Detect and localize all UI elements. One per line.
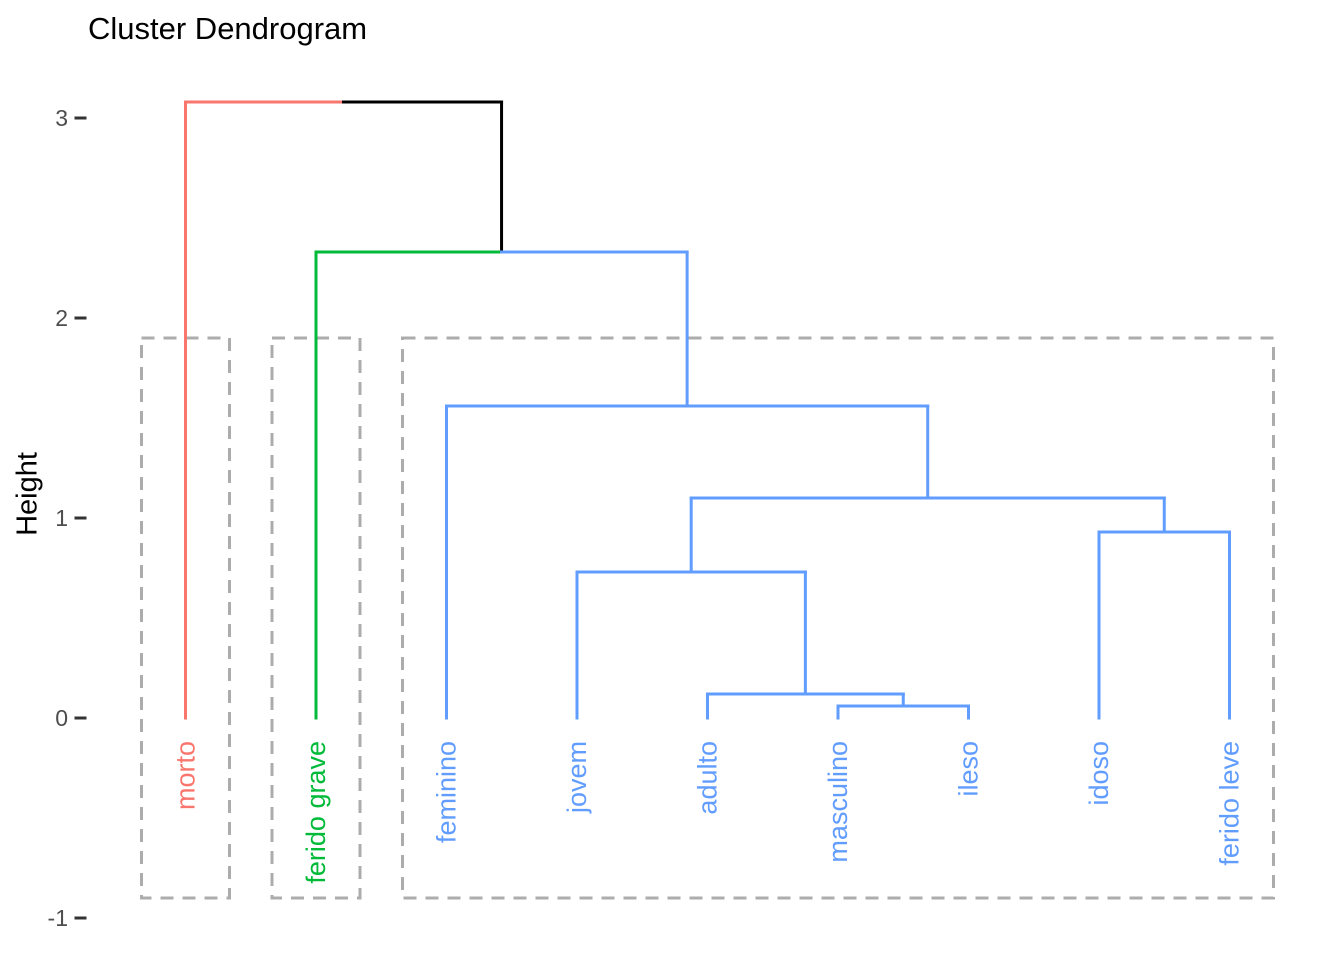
- chart-title: Cluster Dendrogram: [88, 11, 368, 46]
- cluster-box: [401, 336, 1275, 900]
- y-tick-label: -1: [48, 905, 68, 931]
- leaf-label: ferido grave: [301, 741, 331, 884]
- leaf-label: masculino: [823, 741, 853, 863]
- leaf-label: ferido leve: [1215, 741, 1245, 866]
- y-tick-label: 1: [55, 505, 68, 531]
- leaf-label: idoso: [1084, 741, 1114, 806]
- leaf-label: adulto: [693, 741, 723, 815]
- leaf-label: jovem: [562, 741, 592, 814]
- y-tick-label: 2: [55, 305, 68, 331]
- leaf-label: feminino: [432, 741, 462, 843]
- leaf-label: ileso: [954, 741, 984, 797]
- y-tick-label: 0: [55, 705, 68, 731]
- y-tick-label: 3: [55, 105, 68, 131]
- leaf-label: morto: [171, 741, 201, 810]
